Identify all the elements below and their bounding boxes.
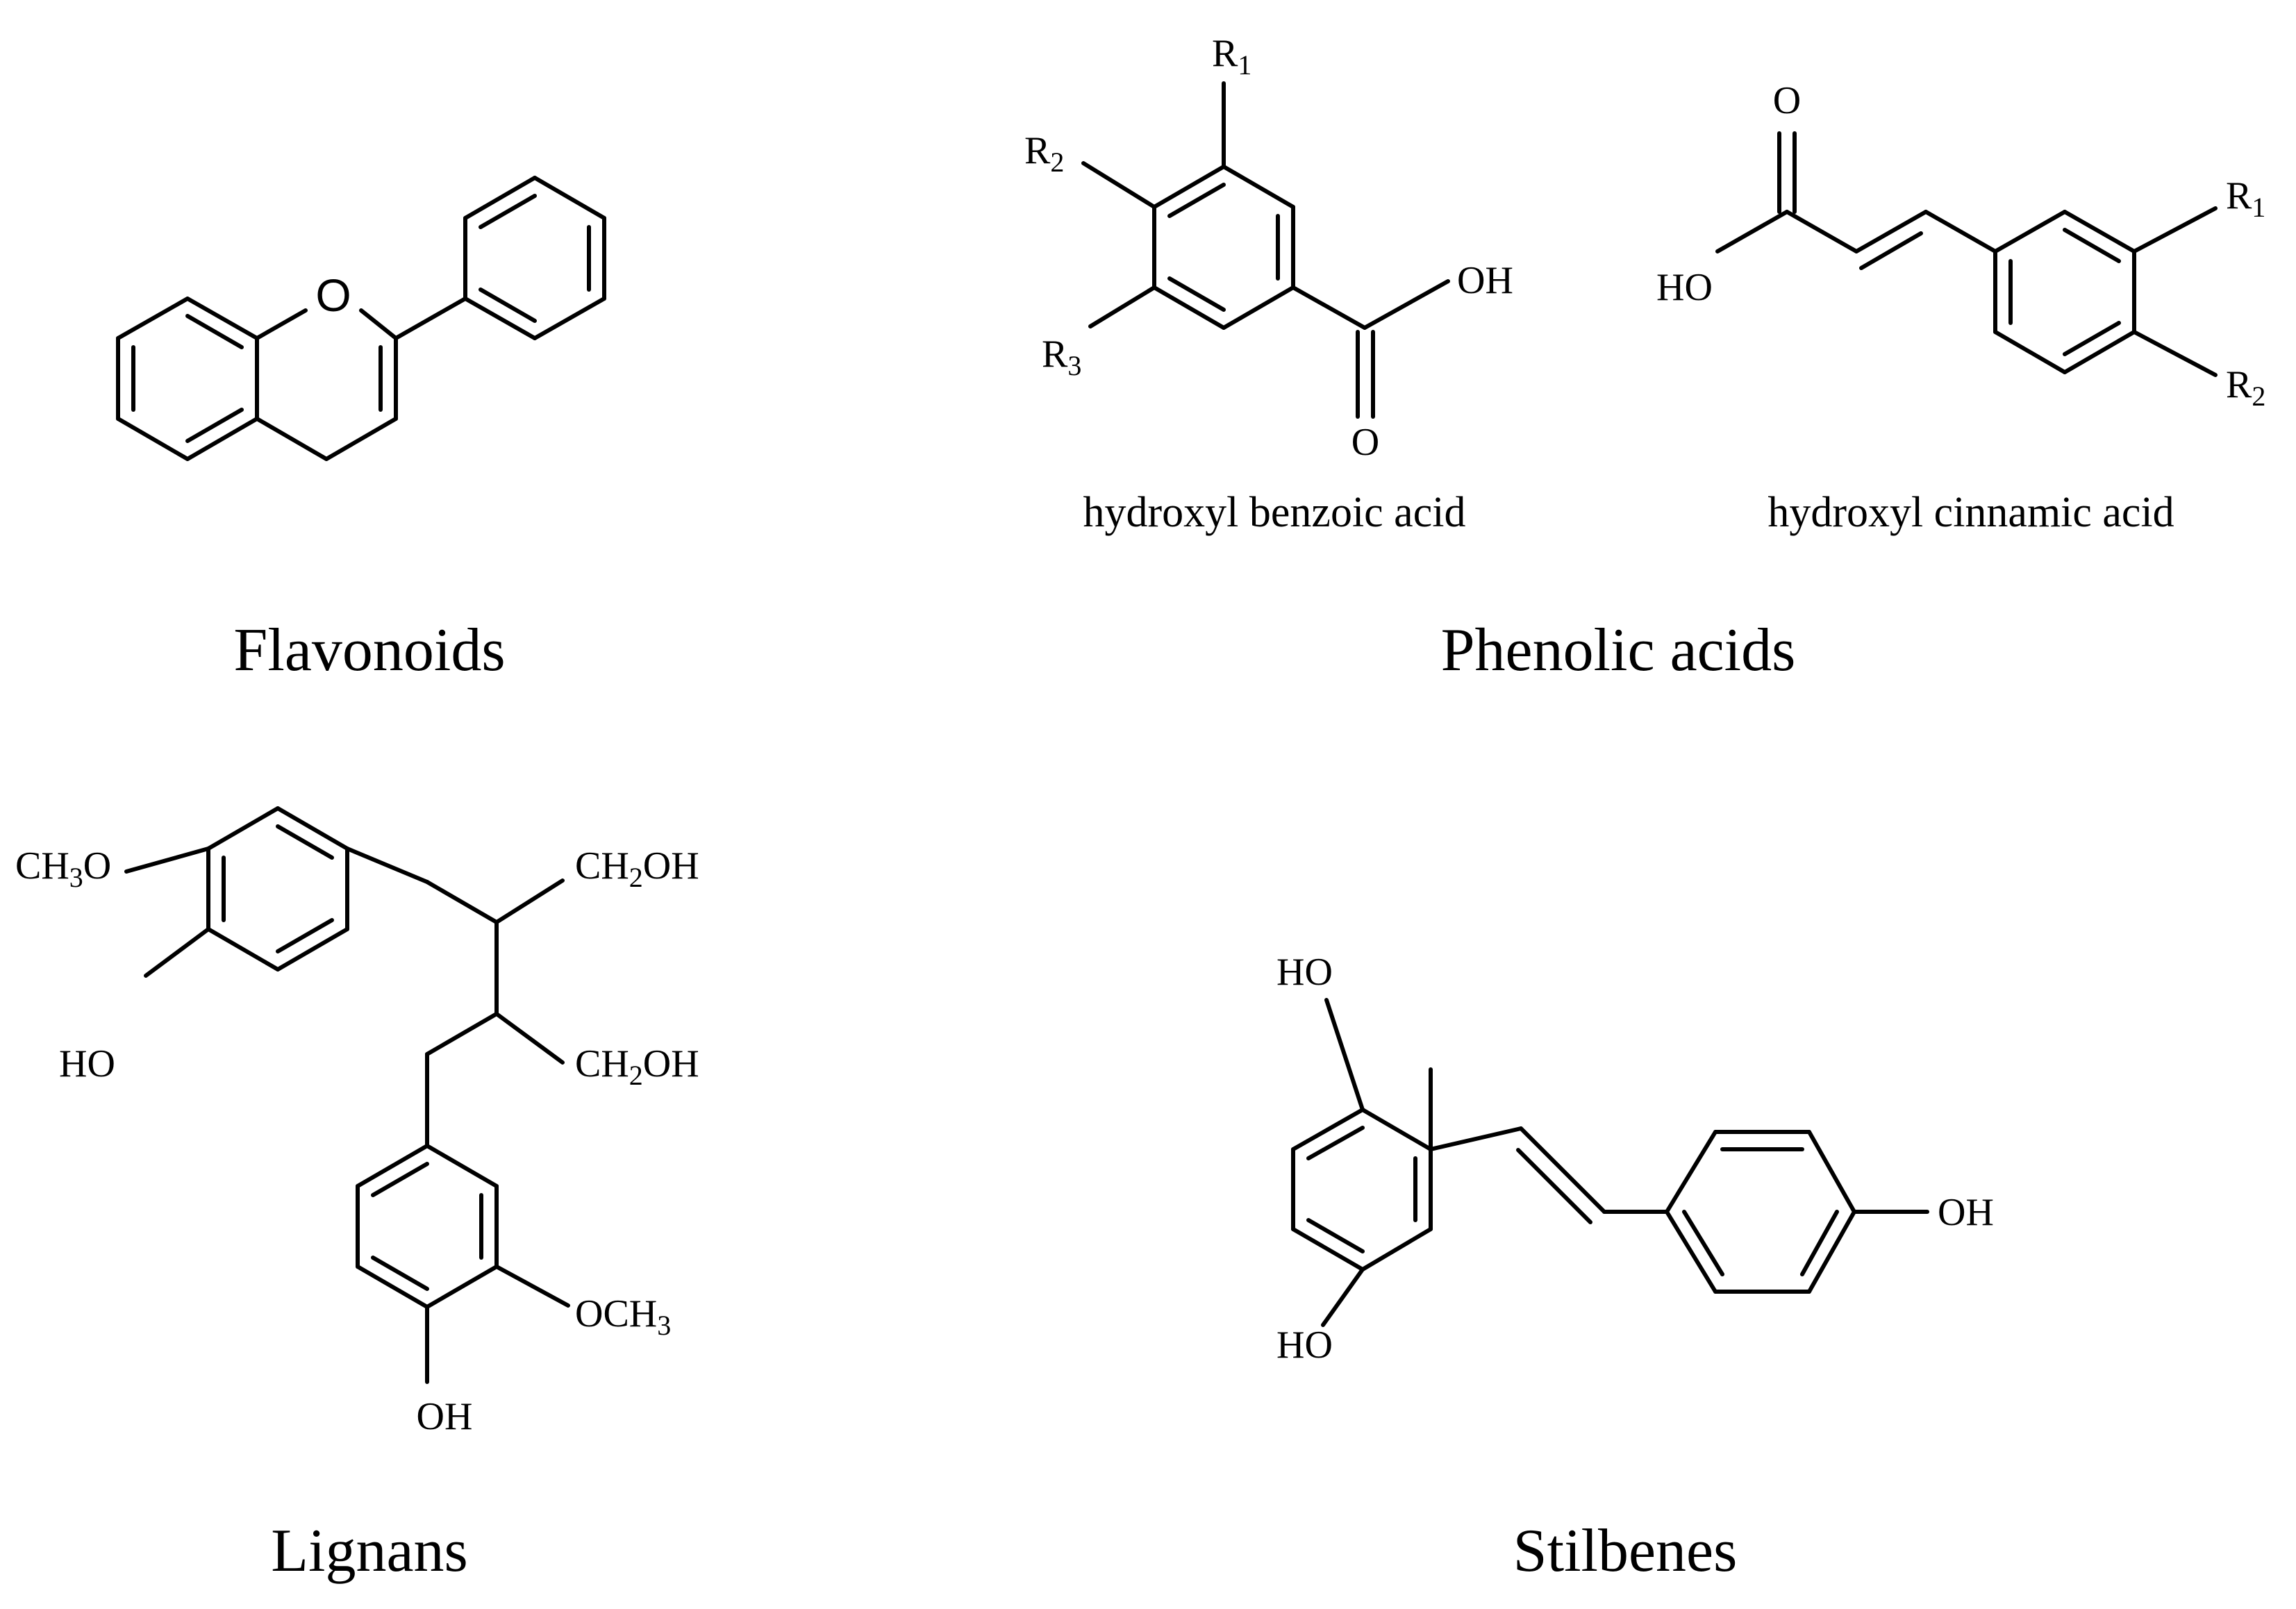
cinnamic-r2-label: R2 [2226, 363, 2265, 412]
benzoic-acid-structure [1081, 81, 1450, 419]
phenolic-acids-title: Phenolic acids [1441, 617, 1796, 684]
cinnamic-acid-caption: hydroxyl cinnamic acid [1767, 489, 2174, 536]
benzoic-carbonyl-o-label: O [1351, 421, 1379, 464]
cinnamic-r1-label: R1 [2226, 174, 2265, 223]
stilbene-ho-bottom-label: HO [1276, 1324, 1333, 1367]
benzoic-acid-caption: hydroxyl benzoic acid [1083, 489, 1466, 536]
lignan-ho-label: HO [59, 1042, 115, 1085]
lignans-structure [124, 806, 570, 1384]
stilbenes-structure [1291, 998, 1929, 1327]
stilbenes-title: Stilbenes [1513, 1517, 1738, 1585]
stilbene-oh-label: OH [1938, 1191, 1994, 1234]
flavonoids-title: Flavonoids [233, 617, 505, 684]
benzoic-r3-label: R3 [1042, 333, 1081, 381]
flavonoid-benzo-ring [116, 297, 259, 461]
lignan-ch2oh-1-label: CH2OH [575, 844, 699, 893]
benzoic-r1-label: R1 [1212, 32, 1251, 81]
benzoic-oh-label: OH [1457, 259, 1513, 302]
flavonoids-structure: O [116, 176, 606, 461]
stilbene-ho-top-label: HO [1276, 951, 1333, 994]
cinnamic-carbonyl-o-label: O [1773, 79, 1801, 122]
lignan-och3-bottom-label: OCH3 [575, 1292, 671, 1341]
ring-oxygen-label: O [315, 269, 351, 321]
cinnamic-ho-label: HO [1656, 266, 1713, 309]
lignan-och3-top-label: CH3O [15, 844, 111, 893]
benzoic-r2-label: R2 [1024, 129, 1064, 178]
lignan-ch2oh-2-label: CH2OH [575, 1042, 699, 1091]
lignan-oh-label: OH [417, 1395, 473, 1438]
flavonoid-pyran-ring [255, 308, 398, 461]
flavonoid-phenyl-ring [394, 176, 606, 340]
cinnamic-acid-structure [1715, 131, 2218, 377]
lignans-title: Lignans [271, 1517, 468, 1585]
